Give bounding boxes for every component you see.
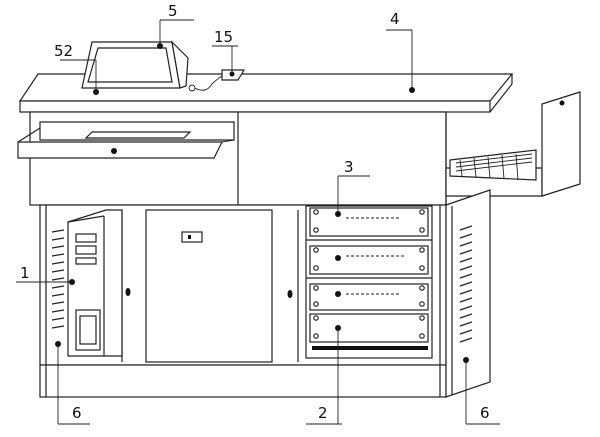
callout-4: 4	[390, 10, 400, 28]
touch-monitor	[81, 40, 189, 89]
microphone-device	[188, 69, 246, 92]
callout-15: 15	[214, 28, 233, 46]
callout-3: 3	[344, 158, 354, 176]
right-side-panel	[445, 189, 491, 398]
callout-2: 2	[318, 404, 328, 422]
keyboard-tray	[445, 91, 581, 197]
callout-52: 52	[54, 42, 73, 60]
left-vents	[51, 229, 65, 329]
callout-6-right: 6	[480, 404, 490, 422]
keyboard	[449, 149, 537, 181]
callout-5: 5	[168, 2, 178, 20]
computer-case	[67, 209, 123, 357]
leader-lines	[16, 19, 500, 425]
callout-1: 1	[20, 264, 30, 282]
drawer-handle	[111, 148, 117, 154]
equipment-rack	[305, 205, 433, 359]
callout-6-left: 6	[72, 404, 82, 422]
middle-door	[125, 209, 293, 363]
pull-out-drawer	[17, 121, 235, 159]
